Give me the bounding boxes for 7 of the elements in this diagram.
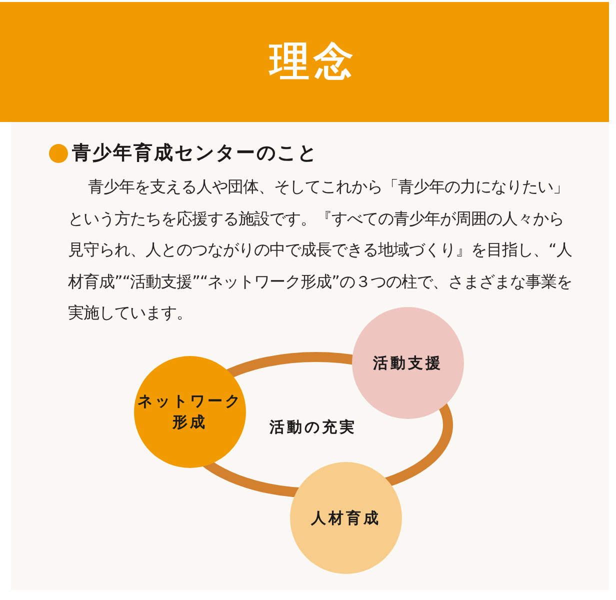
body-paragraph: 青少年を支える人や団体、そしてこれから「青少年の力になりたい」という方たちを応援する施設です。『すべての青少年が周囲の人々から見守られ、人とのつながりの中で成長できる地域づくり』を目指し、“人材育成”“活動支援”“ネットワーク形成”の３つの柱で、さまざまな事業を実施しています。 [68,176,573,324]
center-label: 活動の充実 [269,416,357,438]
section-heading: 青少年育成センターのこと [72,141,318,166]
node-label: 人材育成 [310,508,382,528]
node-label: 活動支援 [372,352,444,374]
page-title: 理念 [268,38,358,86]
node-label: ネットワーク形成 [137,391,243,433]
